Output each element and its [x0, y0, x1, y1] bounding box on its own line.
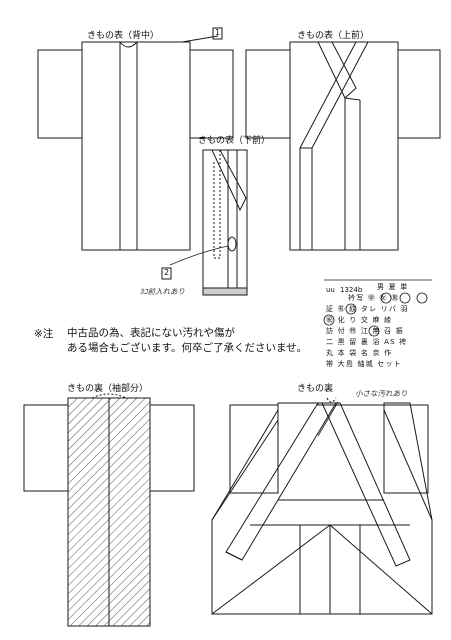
- left-sleeve: [229, 404, 279, 494]
- notice-line-1: 中古品の為、表記にない汚れや傷が: [67, 327, 235, 339]
- label-lining: きもの裏: [297, 384, 334, 394]
- spec-row-4: ㊗ 化 り 交 麻 綾: [326, 316, 393, 324]
- kimono-upper-front-view: [245, 41, 441, 251]
- spec-row-2: 衿写 ㊫ ㊛ ㊚: [348, 294, 400, 302]
- spec-row-6: 二 黒 留 裏 浴 AS 袴: [326, 338, 408, 346]
- notice-prefix: ※注: [34, 328, 54, 340]
- left-sleeve: [245, 49, 291, 139]
- left-sleeve: [37, 49, 83, 139]
- marker-2: 2: [164, 268, 170, 277]
- collar-left: [299, 41, 369, 149]
- collar-curve: [119, 41, 138, 48]
- spec-row-1: 男 夏 単: [377, 283, 409, 291]
- label-front-upper: きもの表（上前）: [297, 31, 370, 41]
- kimono-back-view: [37, 35, 234, 251]
- spec-row-3: 証 ㊒ 紋 タレ リバ 羽: [326, 305, 409, 313]
- hand-note-2: ｶｺ前入れあり: [140, 287, 185, 296]
- spec-row-5: 訪 付 ㊕ 江 無 召 振: [326, 327, 404, 335]
- marker-1-box: [212, 27, 223, 40]
- body-panel: [289, 41, 399, 251]
- spec-circles: [323, 292, 428, 337]
- label-lining-sleeve: きもの裏（袖部分）: [67, 384, 149, 394]
- lower-hem: [202, 287, 248, 296]
- right-sleeve: [383, 404, 429, 494]
- spec-row-7: 丸 本 袋 名 京 作: [326, 349, 393, 357]
- body-panel: [202, 149, 248, 296]
- spec-row-8: 帯 大島 紬城 セット: [326, 360, 402, 368]
- hand-note-lining: 小さな汚れあり: [355, 389, 408, 398]
- right-sleeve: [397, 49, 441, 139]
- label-front-back: きもの表（背中）: [87, 31, 160, 41]
- marker-1: 1: [215, 28, 221, 37]
- spec-code-prefix: uu: [326, 286, 335, 294]
- kimono-lining-sleeve-view: [23, 393, 195, 627]
- collar: [211, 149, 247, 212]
- pointer-line: [317, 401, 339, 437]
- left-sleeve: [23, 404, 69, 492]
- kimono-lining-view: [211, 397, 433, 615]
- collar-right: [317, 41, 357, 99]
- collar-left: [225, 402, 337, 561]
- collar-right: [321, 402, 411, 567]
- marker-2-box: [161, 267, 172, 280]
- body-panel: [81, 41, 191, 251]
- right-sleeve: [189, 49, 234, 139]
- kimono-lower-front-view: [169, 149, 248, 296]
- stain-mark: [227, 236, 237, 252]
- label-front-lower: きもの表（下前）: [198, 136, 271, 146]
- notice-line-2: ある場合もございます。何卒ご了承くださいませ。: [67, 342, 308, 354]
- right-sleeve: [149, 404, 195, 492]
- lining-body: [211, 402, 433, 615]
- spec-code: 1324b: [340, 286, 363, 294]
